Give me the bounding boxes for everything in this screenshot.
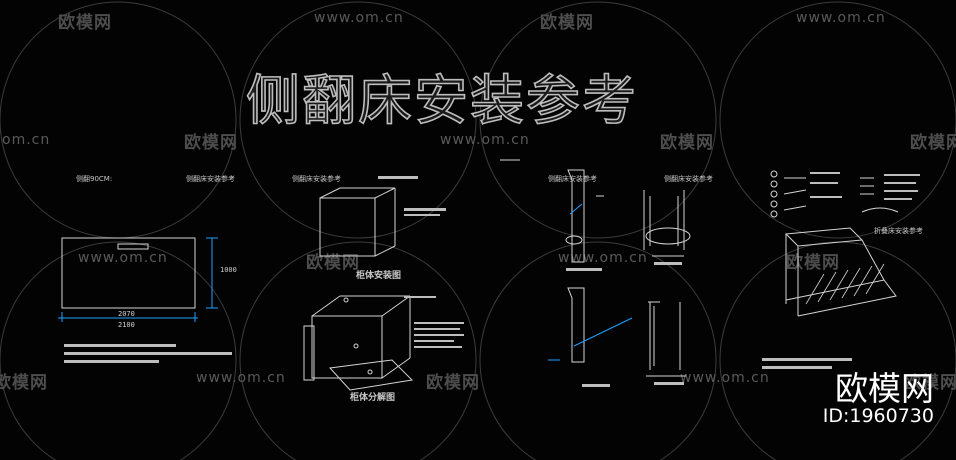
caption-install-ref: 侧翻床安装参考 [548, 175, 597, 183]
dimension-width: 2070 [118, 310, 135, 318]
watermark-circle [0, 241, 237, 460]
watermark-circle [479, 1, 717, 239]
caption-front-view: 侧翻90CM: [76, 175, 113, 183]
watermark-url: www.om.cn [440, 132, 530, 148]
caption-assembly: 柜体安装图 [356, 271, 402, 281]
annotation-text-bars [64, 172, 920, 387]
caption-folding-ref: 折叠床安装参考 [874, 227, 923, 235]
caption-install-ref: 侧翻床安装参考 [186, 175, 235, 183]
exploded-side-panel [303, 325, 315, 381]
page-title: 侧翻床安装参考 [245, 68, 638, 133]
watermark-url: www.om.cn [314, 10, 404, 26]
caption-install-ref: 侧翻床安装参考 [292, 175, 341, 183]
watermark-url: www.om.cn [796, 10, 886, 26]
exploded-base-panel [328, 359, 414, 391]
front-view-handle [117, 243, 149, 250]
brand-id: ID:1960730 [822, 405, 934, 427]
watermark-brand: 欧模网 [0, 373, 48, 393]
side-cabinet-3d [319, 197, 376, 257]
watermark-brand: 欧模网 [910, 133, 956, 153]
dimension-height: 1000 [220, 266, 237, 274]
watermark-url: www.om.cn [680, 370, 770, 386]
dimension-lines [58, 203, 633, 361]
watermark-brand: 欧模网 [426, 373, 480, 393]
caption-exploded: 柜体分解图 [350, 393, 396, 403]
watermark-brand: 欧模网 [306, 253, 360, 273]
watermark-url: www.om.cn [196, 370, 286, 386]
watermark-brand: 欧模网 [786, 253, 840, 273]
watermark-url: om.cn [2, 132, 51, 148]
exploded-back-panel [311, 315, 383, 379]
caption-install-ref: 侧翻床安装参考 [664, 175, 713, 183]
dimension-width-total: 2100 [118, 321, 135, 329]
watermark-circle [479, 241, 717, 460]
watermark-brand: 欧模网 [904, 373, 956, 393]
brand-logo: 欧模网 [835, 369, 934, 408]
watermark-circle [239, 241, 477, 460]
wall-section-2 [567, 287, 585, 363]
watermark-brand: 欧模网 [660, 133, 714, 153]
wall-section-1 [567, 169, 585, 263]
watermark-brand: 欧模网 [58, 13, 112, 33]
watermark-circle [719, 1, 956, 239]
bed-frame-oval [645, 227, 691, 245]
front-view-cabinet [61, 237, 196, 309]
watermark-url: www.om.cn [78, 250, 168, 266]
folding-bed-frame [784, 227, 864, 247]
watermark-brand: 欧模网 [184, 133, 238, 153]
watermark-circle [239, 1, 477, 239]
watermark-brand: 欧模网 [540, 13, 594, 33]
